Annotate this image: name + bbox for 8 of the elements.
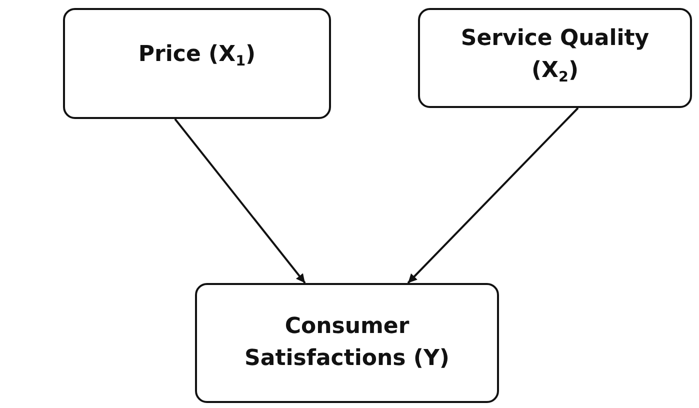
variable-label: Consumer Satisfactions (Y)	[244, 313, 450, 373]
variable-label: Price (X$_{1}$)	[138, 40, 256, 70]
arrow	[174, 118, 306, 284]
arrow	[407, 107, 579, 284]
variable-box	[418, 8, 692, 108]
variable-label: Service Quality (X$_{2}$)	[460, 25, 650, 87]
variable-box	[195, 283, 499, 403]
variable-box	[63, 8, 331, 119]
